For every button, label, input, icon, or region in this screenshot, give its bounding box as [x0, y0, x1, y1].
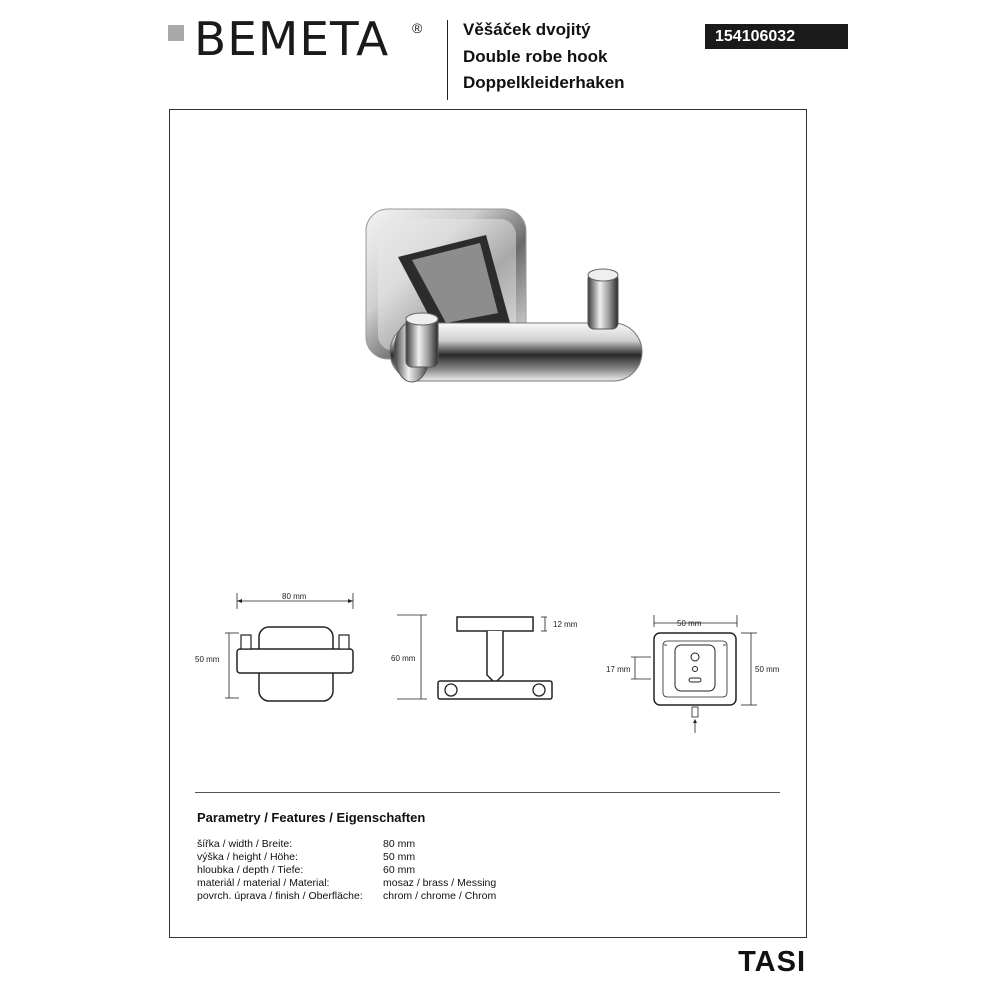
front-height-label: 50 mm [195, 655, 220, 664]
spec-value: 50 mm [383, 851, 416, 863]
side-view-drawing: 60 mm 12 mm [391, 614, 578, 700]
product-photo [365, 208, 643, 383]
back-view-drawing: 50 mm 50 mm 17 mm [606, 615, 780, 733]
spec-row: hloubka / depth / Tiefe: 60 mm [197, 864, 496, 877]
back-offset-label: 17 mm [606, 665, 631, 674]
spec-value: mosaz / brass / Messing [383, 877, 497, 889]
spec-row: materiál / material / Material: mosaz / … [197, 877, 496, 890]
logo-mark [168, 25, 184, 41]
product-titles: Věšáček dvojitý Double robe hook Doppelk… [463, 17, 625, 97]
features-heading: Parametry / Features / Eigenschaften [197, 810, 426, 825]
title-de: Doppelkleiderhaken [463, 73, 625, 92]
spec-table: šířka / width / Breite: 80 mm výška / he… [197, 838, 496, 903]
spec-value: 60 mm [383, 864, 416, 876]
spec-label: materiál / material / Material: [197, 877, 330, 889]
spec-value: chrom / chrome / Chrom [383, 890, 497, 902]
registered-mark: ® [412, 20, 423, 36]
spec-value: 80 mm [383, 838, 416, 850]
front-view-drawing: 80 mm 50 mm [195, 592, 354, 702]
spec-label: výška / height / Höhe: [197, 851, 298, 863]
technical-drawings: 80 mm 50 mm 60 mm 12 mm 50 mm [195, 592, 780, 733]
spec-row: výška / height / Höhe: 50 mm [197, 851, 496, 864]
features-divider [195, 792, 780, 793]
header-divider [447, 20, 448, 100]
spec-label: hloubka / depth / Tiefe: [197, 864, 304, 876]
title-cz: Věšáček dvojitý [463, 20, 591, 39]
title-en: Double robe hook [463, 46, 608, 66]
spec-label: šířka / width / Breite: [197, 838, 293, 850]
spec-label: povrch. úprava / finish / Oberfläche: [197, 890, 363, 902]
side-depth-label: 60 mm [391, 654, 416, 663]
front-width-label: 80 mm [282, 592, 307, 601]
side-plate-label: 12 mm [553, 620, 578, 629]
back-width-label: 50 mm [677, 619, 702, 628]
content-frame [169, 109, 807, 938]
product-code: 154106032 [705, 24, 848, 49]
spec-row: povrch. úprava / finish / Oberfläche: ch… [197, 890, 496, 903]
spec-row: šířka / width / Breite: 80 mm [197, 838, 496, 851]
brand-logo: BEMETA [194, 12, 390, 66]
series-name: TASI [738, 946, 806, 978]
back-height-label: 50 mm [755, 665, 780, 674]
